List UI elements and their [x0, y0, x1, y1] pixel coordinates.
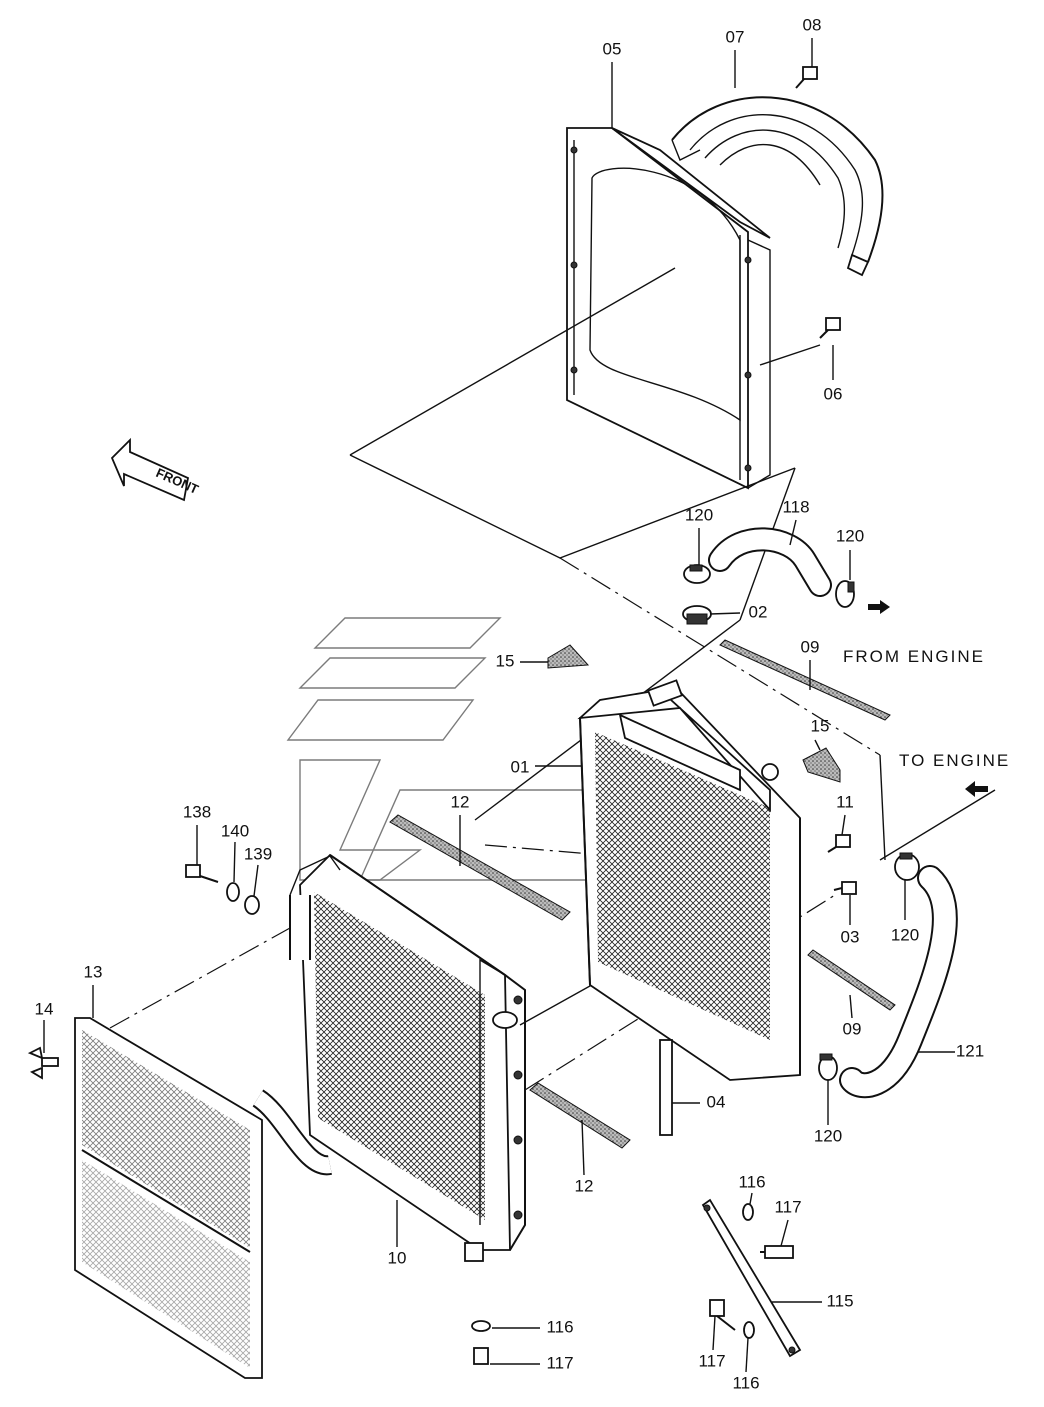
callout-140: 140 [221, 821, 249, 840]
callout-115: 115 [826, 1291, 853, 1310]
from-engine-arrow [868, 600, 890, 614]
bolt-117 [760, 1245, 794, 1259]
callout-117: 117 [774, 1197, 801, 1216]
foam-strip [529, 1082, 631, 1149]
callout-116: 116 [732, 1373, 759, 1392]
callout-08: 08 [803, 15, 822, 34]
foam-strip [389, 814, 571, 921]
front-arrow: FRONT [110, 437, 201, 502]
callout-139: 139 [244, 844, 272, 863]
callout-05: 05 [603, 39, 622, 58]
callout-09: 09 [843, 1019, 862, 1038]
callout-06: 06 [824, 384, 843, 403]
foam-seal [547, 644, 590, 669]
callout-120: 120 [814, 1126, 842, 1145]
fan-guard [671, 96, 884, 277]
callout-138: 138 [183, 802, 211, 821]
washer-116 [743, 1321, 755, 1339]
radiator-cap [682, 605, 712, 625]
radiator [577, 679, 801, 1081]
bolt-08 [795, 66, 818, 89]
washer-139 [244, 895, 260, 915]
oil-cooler [251, 853, 526, 1262]
from-engine-label: FROM ENGINE [843, 647, 985, 666]
callout-13: 13 [84, 962, 103, 981]
wing-bolt [27, 1046, 59, 1080]
bolt-11 [827, 834, 851, 853]
hose-clamp [835, 580, 855, 608]
callout-12: 12 [575, 1176, 594, 1195]
callout-01: 01 [511, 757, 530, 776]
hose-clamp [818, 1053, 838, 1081]
drain-hose [659, 1039, 673, 1136]
bolt-138 [185, 864, 219, 883]
callout-07: 07 [726, 27, 745, 46]
foam-strip [807, 949, 896, 1011]
callout-15: 15 [811, 716, 830, 735]
callout-117: 117 [698, 1351, 725, 1370]
callout-leaders [43, 38, 955, 1373]
upper-hose [708, 527, 832, 597]
callout-120: 120 [891, 925, 919, 944]
drain-cock [833, 881, 857, 895]
washer-116 [742, 1203, 754, 1221]
callout-labels: 05 07 08 06 120 118 120 02 15 09 15 01 1… [35, 15, 985, 1392]
callout-116: 116 [738, 1172, 765, 1191]
fan-shroud [566, 127, 771, 490]
callout-118: 118 [782, 497, 809, 516]
foam-seal [802, 747, 841, 783]
callout-120: 120 [836, 526, 864, 545]
callout-15: 15 [496, 651, 515, 670]
screen [74, 1017, 263, 1379]
callout-04: 04 [707, 1092, 726, 1111]
callout-02: 02 [749, 602, 768, 621]
hose-clamp [683, 564, 711, 584]
bolt-117 [473, 1347, 489, 1365]
callout-11: 11 [836, 792, 854, 811]
callout-12: 12 [451, 792, 470, 811]
callout-14: 14 [35, 999, 54, 1018]
hose-clamp [894, 852, 920, 881]
to-engine-label: TO ENGINE [899, 751, 1010, 770]
assembly-leader-lines [109, 267, 996, 1091]
callout-120: 120 [685, 505, 713, 524]
callout-117: 117 [546, 1353, 573, 1372]
to-engine-arrow [965, 781, 988, 797]
bolt-117 [709, 1299, 736, 1331]
bolt-06 [819, 317, 841, 339]
callout-03: 03 [841, 927, 860, 946]
foam-strip [719, 639, 891, 721]
stay-bracket [701, 1198, 802, 1358]
washer-116 [471, 1320, 491, 1332]
callout-116: 116 [546, 1317, 573, 1336]
lower-hose [839, 865, 958, 1099]
washer-140 [226, 882, 240, 902]
callout-10: 10 [388, 1248, 407, 1267]
callout-121: 121 [956, 1041, 984, 1060]
callout-09: 09 [801, 637, 820, 656]
